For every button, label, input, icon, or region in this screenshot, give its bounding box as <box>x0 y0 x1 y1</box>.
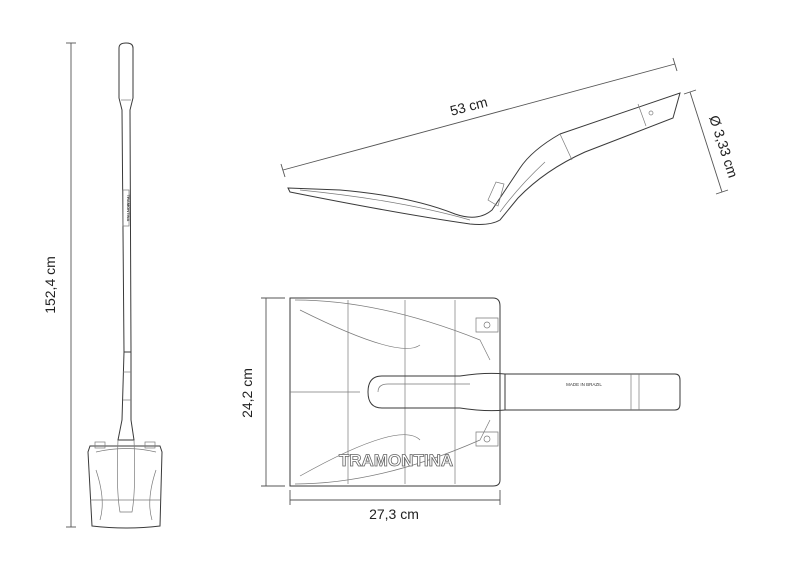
diameter-label: Ø 3,33 cm <box>706 113 741 179</box>
side-rivet <box>487 181 505 207</box>
length-label: 53 cm <box>448 94 489 119</box>
small-blade-curve-right <box>149 469 157 521</box>
height-label: 152,4 cm <box>42 256 58 314</box>
side-handle-hole <box>648 110 654 116</box>
side-view <box>287 92 681 225</box>
side-handle-ring <box>637 103 647 127</box>
handle-shaft <box>118 42 134 353</box>
length-dimension <box>280 57 678 178</box>
blade-width-label: 27,3 cm <box>369 506 419 522</box>
small-blade-curve-left <box>95 469 103 521</box>
handle-label-box <box>122 189 130 227</box>
blade-inner-curve <box>299 309 421 349</box>
rivet-notch <box>94 441 106 449</box>
blade-bottom-curve <box>294 419 491 485</box>
side-socket-ring <box>559 133 573 161</box>
rivet-tab <box>475 431 499 447</box>
full-shovel-view <box>87 42 163 529</box>
blade-height-label: 24,2 cm <box>239 368 255 418</box>
side-blade-inner <box>299 189 471 221</box>
blade-spine <box>367 372 506 412</box>
spine-inner <box>377 383 470 393</box>
rivet <box>483 321 491 329</box>
diameter-dimension <box>683 89 729 195</box>
small-blade-rim <box>95 448 157 453</box>
rivet-tab <box>475 317 499 333</box>
blade-logo: TRAMONTINA <box>339 451 453 470</box>
small-blade-spine <box>116 439 136 513</box>
side-profile <box>287 92 681 225</box>
blade-height-dimension <box>261 297 285 487</box>
rivet-notch <box>144 441 156 449</box>
handle-socket <box>117 351 135 441</box>
side-socket-line <box>499 161 546 213</box>
blade-outline <box>289 297 501 487</box>
small-blade <box>87 445 163 529</box>
blade-width-dimension <box>289 490 501 505</box>
height-dimension <box>66 42 76 528</box>
handle-stamp: MADE IN BRAZIL <box>566 382 602 387</box>
rivet <box>483 435 491 443</box>
handle-stub <box>505 373 681 411</box>
handle-logo: TRAMONTINA <box>126 195 131 222</box>
blade-top-curve <box>294 299 491 361</box>
blade-top-view <box>289 297 681 487</box>
blade-inner-curve-2 <box>299 434 421 477</box>
